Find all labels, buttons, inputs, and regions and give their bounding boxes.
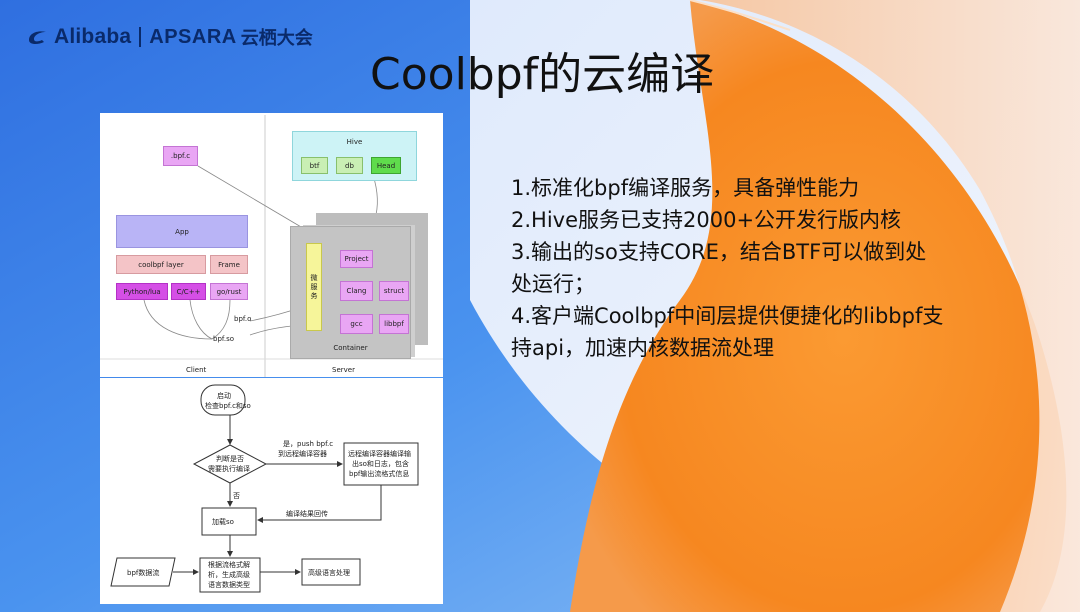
bullet-line: 4.客户端Coolbpf中间层提供便捷化的libbpf支: [511, 304, 944, 328]
bpf-o-label: bpf.o: [234, 315, 252, 323]
architecture-diagram: .bpf.c Hive btf db Head Container 微服务 Pr…: [100, 113, 443, 377]
flow-load-so-label: 加载so: [212, 518, 234, 526]
c-cpp-box: C/C++: [171, 283, 206, 300]
logo-apsara-text: APSARA: [149, 25, 237, 48]
go-rust-box: go/rust: [210, 283, 248, 300]
flow-no-label: 否: [233, 492, 240, 500]
server-label: Server: [332, 366, 355, 374]
bullet-line: 3.输出的so支持CORE，结合BTF可以做到处: [511, 240, 927, 264]
flow-parse-label: 根据流格式解: [208, 561, 250, 569]
bpf-c-box: .bpf.c: [163, 146, 198, 166]
flow-yes-sub-label: 到远程编译容器: [278, 450, 327, 458]
alibaba-logo-icon: [29, 31, 46, 45]
coolbpf-layer-box: coolbpf layer: [116, 255, 206, 274]
project-box: Project: [340, 250, 373, 268]
client-label: Client: [186, 366, 207, 374]
libbpf-box: libbpf: [379, 314, 409, 334]
db-box: db: [336, 157, 363, 174]
logo-divider: [139, 27, 142, 47]
app-box: App: [116, 215, 248, 248]
brand-logo: Alibaba APSARA 云栖大会: [26, 24, 313, 50]
flow-parse-label-3: 语言数据类型: [208, 581, 250, 589]
flow-decision-sub-label: 需要执行编译: [208, 465, 250, 473]
micro-service-box: 微服务: [306, 243, 322, 331]
flow-yes-label: 是，push bpf.c: [283, 440, 334, 448]
frame-box: Frame: [210, 255, 248, 274]
bullet-list: 1.标准化bpf编译服务，具备弹性能力 2.Hive服务已支持2000+公开发行…: [511, 172, 1071, 364]
python-lua-box: Python/lua: [116, 283, 168, 300]
flow-bpf-stream-label: bpf数据流: [127, 569, 160, 577]
btf-box: btf: [301, 157, 328, 174]
compile-flowchart: 启动 检查bpf.c和so 判断是否 需要执行编译 是，push bpf.c 到…: [100, 378, 443, 604]
bpf-so-label: bpf.so: [213, 335, 234, 343]
clang-box: Clang: [340, 281, 373, 301]
slide-title: Coolbpf的云编译: [370, 49, 715, 100]
bullet-line: 1.标准化bpf编译服务，具备弹性能力: [511, 176, 860, 200]
head-box: Head: [371, 157, 401, 174]
flow-remote-label: 远程编译容器编译输: [348, 450, 411, 458]
flow-result-return-label: 编译结果回传: [286, 510, 328, 518]
flow-start-sub-label: 检查bpf.c和so: [205, 402, 251, 410]
flow-remote-label-3: bpf输出流格式信息: [349, 470, 410, 478]
flow-start-label: 启动: [217, 392, 231, 400]
flowchart-shapes: [110, 384, 419, 593]
bullet-line: 处运行；: [511, 272, 595, 296]
flow-remote-label-2: 出so和日志，包含: [352, 460, 409, 468]
logo-alibaba-text: Alibaba: [54, 25, 132, 48]
bullet-line: 持api，加速内核数据流处理: [511, 336, 775, 360]
flow-parse-label-2: 析，生成高级: [208, 571, 250, 579]
flow-decision-label: 判断是否: [216, 455, 244, 463]
bullet-line: 2.Hive服务已支持2000+公开发行版内核: [511, 208, 902, 232]
logo-conference-text: 云栖大会: [240, 28, 313, 48]
flow-high-level-label: 高级语言处理: [308, 569, 350, 577]
gcc-box: gcc: [340, 314, 373, 334]
struct-box: struct: [379, 281, 409, 301]
